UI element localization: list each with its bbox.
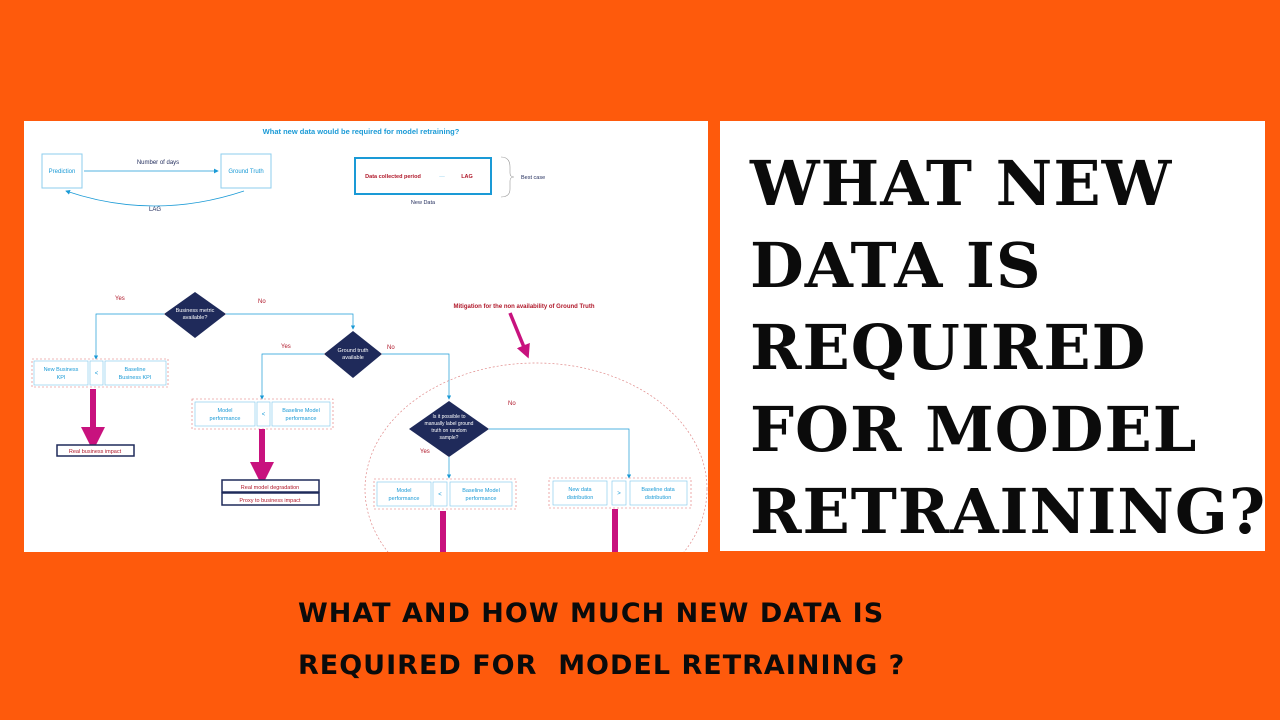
no-label-3: No [508,401,516,407]
best-case-brace [500,156,515,198]
baseline-data-distribution-line2: distribution [645,495,672,501]
ground-truth-decision-line2: available [342,355,364,361]
mitigation-label: Mitigation for the non availability of G… [454,304,595,310]
manual-label-decision [409,401,489,457]
ground-truth-yes-connector [259,353,324,400]
kpi-operator-box [89,360,104,386]
model-performance-box [194,401,256,427]
caption-line: REQUIRED FOR MODEL RETRAINING ? [298,650,906,681]
real-business-impact-box [56,444,135,457]
ground-truth-decision [324,331,382,378]
diagram-title: What new data would be required for mode… [263,127,460,136]
real-model-degradation-label: Real model degradation [241,485,299,491]
big-title-line: RETRAINING? [750,475,1267,548]
new-data-box [354,157,492,195]
model-performance-box-2 [376,481,432,507]
number-of-days-label: Number of days [137,160,179,166]
real-model-degradation-box [221,479,320,493]
business-no-connector [226,313,356,330]
performance-operator-box [256,401,271,427]
baseline-data-distribution-line1: Baseline data [641,487,675,493]
flowchart-diagram: What new data would be required for mode… [31,127,708,552]
big-title-line: DATA IS [750,229,1042,302]
title-panel: WHAT NEW DATA IS REQUIRED FOR MODEL RETR… [720,121,1265,551]
ground-truth-box [220,153,272,189]
baseline-business-kpi-line1: Baseline [124,367,145,373]
new-data-distribution-line1: New data [568,487,592,493]
baseline-model-performance-box [271,401,331,427]
baseline-model-performance-box-2 [449,481,513,507]
manual-label-line3: truth on random [431,428,466,434]
diagram-panel: What new data would be required for mode… [24,121,708,552]
real-business-impact-label: Real business impact [69,449,122,455]
prediction-label: Prediction [49,169,76,175]
manual-label-no-connector [489,428,632,479]
new-data-operator: — [439,174,445,180]
distribution-operator: > [617,491,621,497]
lag-label: LAG [149,207,161,213]
proxy-business-impact-label: Proxy to business impact [239,498,301,504]
kpi-comparison-group [31,358,169,388]
baseline-model-performance-2-line1: Baseline Model [462,488,500,494]
ground-truth-no-connector [382,353,452,400]
no-label-2: No [387,345,395,351]
best-case-label: Best case [521,175,545,181]
yes-label-2: Yes [281,344,291,350]
new-data-distribution-box [552,480,608,506]
new-business-kpi-box [33,360,89,386]
kpi-operator: < [95,371,99,377]
yes-label-1: Yes [115,296,125,302]
baseline-model-performance-line1: Baseline Model [282,408,320,414]
model-performance-2-line2: performance [389,496,420,502]
new-data-distribution-line2: distribution [567,495,594,501]
baseline-model-performance-2-line2: performance [466,496,497,502]
business-yes-connector [93,313,164,360]
baseline-model-performance-line2: performance [286,416,317,422]
big-title-line: WHAT NEW [750,147,1173,220]
lag-curve-arrow [65,190,245,207]
caption: WHAT AND HOW MUCH NEW DATA IS REQUIRED F… [298,588,1198,692]
model-performance-group-2 [373,478,517,510]
new-business-kpi-line1: New Business [44,367,79,373]
manual-label-line2: manually label ground [425,421,474,427]
mitigation-circle [364,362,708,552]
big-title: WHAT NEW DATA IS REQUIRED FOR MODEL RETR… [750,143,1267,553]
big-title-line: FOR MODEL [750,393,1198,466]
yes-label-3: Yes [420,449,430,455]
data-collected-period-label: Data collected period [365,174,421,180]
ground-truth-decision-line1: Ground truth [338,348,369,354]
model-performance-line2: performance [210,416,241,422]
business-metric-line1: Business metric [176,308,215,314]
new-data-label: New Data [411,200,436,206]
model-performance-2-line1: Model [397,488,412,494]
model-performance-line1: Model [218,408,233,414]
mitigation-arrow [508,312,530,359]
caption-line: WHAT AND HOW MUCH NEW DATA IS [298,598,885,629]
performance-operator-2: < [438,492,442,498]
ground-truth-label: Ground Truth [228,169,263,175]
performance-operator: < [262,412,266,418]
baseline-business-kpi-line2: Business KPI [119,375,152,381]
business-metric-line2: available? [183,315,208,321]
distribution-operator-box [611,480,627,506]
manual-label-line1: Is it possible to [432,414,465,420]
performance-operator-box-2 [432,481,448,507]
business-metric-decision [164,292,226,338]
prediction-box [41,153,83,189]
data-distribution-group [548,477,692,509]
no-label-1: No [258,299,266,305]
baseline-data-distribution-box [629,480,688,506]
big-title-line: REQUIRED [750,311,1147,384]
baseline-business-kpi-box [104,360,167,386]
manual-label-line4: sample? [440,435,459,441]
new-data-lag-label: LAG [461,174,473,180]
proxy-business-impact-box [221,492,320,506]
new-business-kpi-line2: KPI [57,375,66,381]
